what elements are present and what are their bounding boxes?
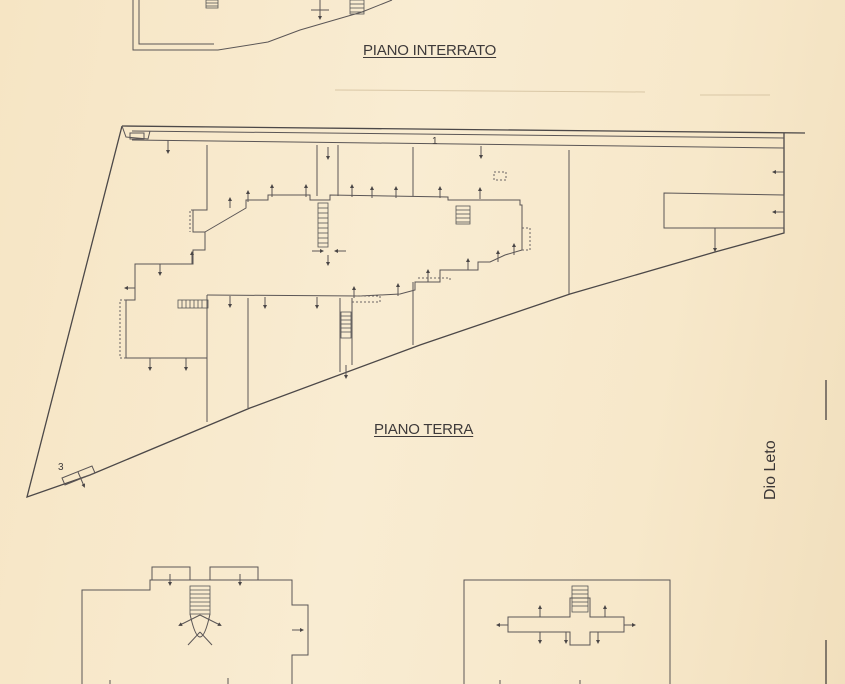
ground-floor-plan <box>26 125 806 499</box>
basement-plan-fragment <box>132 0 393 51</box>
upper-floor-plan-right <box>463 579 671 684</box>
basement-plan-label: PIANO INTERRATO <box>363 42 497 59</box>
staircase <box>455 205 471 225</box>
staircase <box>317 202 329 248</box>
entrance-arrows <box>124 140 784 379</box>
lot-number-1: 1 <box>432 136 438 147</box>
staircase <box>340 311 352 339</box>
ground-floor-plan-label: PIANO TERRA <box>374 421 474 438</box>
upper-floor-plan-left <box>81 566 309 684</box>
margin-handwritten-note: Dio Leto <box>762 440 779 500</box>
lot-number-3: 3 <box>58 462 64 473</box>
staircase <box>177 299 209 309</box>
